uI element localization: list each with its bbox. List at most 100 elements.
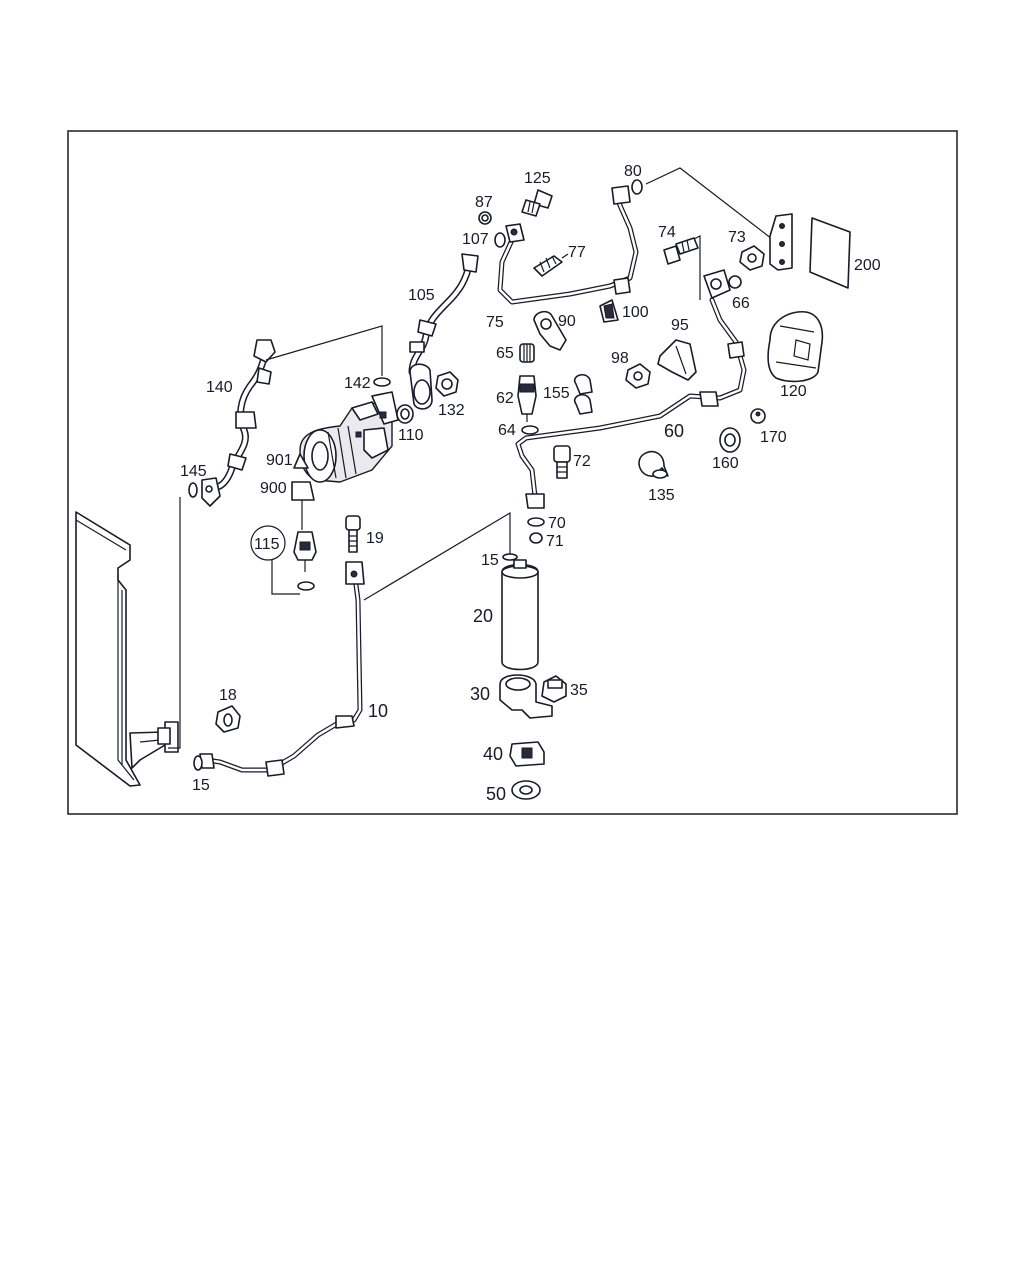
leader-115 xyxy=(271,560,300,595)
callout-170: 170 xyxy=(760,429,787,446)
line-75 xyxy=(497,185,639,305)
connector-900 xyxy=(291,481,315,530)
callout-77: 77 xyxy=(568,244,586,261)
cover-120 xyxy=(767,311,824,383)
callout-60: 60 xyxy=(664,421,684,441)
cap-170 xyxy=(750,408,766,424)
seal-ring-145 xyxy=(188,482,198,498)
callout-30: 30 xyxy=(470,684,490,704)
seal-ring-80 xyxy=(631,179,643,195)
diagram-frame xyxy=(67,130,958,815)
nut-73 xyxy=(739,245,765,271)
callout-10: 10 xyxy=(368,701,388,721)
callout-40: 40 xyxy=(483,744,503,764)
cap-65 xyxy=(519,343,535,363)
compressor xyxy=(299,391,399,483)
bolt-125 xyxy=(521,189,553,217)
valve-77 xyxy=(533,253,569,277)
callout-142: 142 xyxy=(344,375,371,392)
seal-87-inner xyxy=(481,214,489,222)
callout-15-lower: 15 xyxy=(192,777,210,794)
callout-50: 50 xyxy=(486,784,506,804)
callout-35: 35 xyxy=(570,682,588,699)
grommet-50 xyxy=(511,780,541,800)
callout-labels: 10 15 15 18 19 20 30 35 40 50 60 62 64 6… xyxy=(180,163,881,804)
seal-ring-70 xyxy=(527,517,545,527)
callout-62: 62 xyxy=(496,390,514,407)
clip-155 xyxy=(573,373,593,415)
nut-35 xyxy=(541,675,567,703)
condenser xyxy=(75,511,179,787)
callout-140: 140 xyxy=(206,379,233,396)
seal-ring-110-inner xyxy=(400,408,410,420)
callout-74: 74 xyxy=(658,224,676,241)
valve-62 xyxy=(517,375,537,422)
bolt-19 xyxy=(345,515,361,553)
label-sheet-200 xyxy=(809,217,851,289)
nut-98 xyxy=(625,363,651,389)
nut-132 xyxy=(435,371,459,397)
callout-132: 132 xyxy=(438,402,465,419)
callout-65: 65 xyxy=(496,345,514,362)
bracket-90 xyxy=(533,310,567,351)
callout-115: 115 xyxy=(254,536,280,553)
callout-901: 901 xyxy=(266,452,293,469)
callout-80: 80 xyxy=(624,163,642,180)
callout-200: 200 xyxy=(854,257,881,274)
seal-ring-15-drier xyxy=(502,553,518,561)
callout-125: 125 xyxy=(524,170,551,187)
clamp-135 xyxy=(638,450,669,479)
bracket-30 xyxy=(499,674,553,719)
callout-900: 900 xyxy=(260,480,287,497)
callout-75: 75 xyxy=(486,314,504,331)
washer-66 xyxy=(728,275,742,289)
callout-105: 105 xyxy=(408,287,435,304)
mount-40 xyxy=(509,741,545,767)
callout-98: 98 xyxy=(611,350,629,367)
callout-19: 19 xyxy=(366,530,384,547)
receiver-drier-20 xyxy=(501,559,539,671)
callout-87: 87 xyxy=(475,194,493,211)
seal-ring-107 xyxy=(494,232,506,248)
callout-70: 70 xyxy=(548,515,566,532)
leader-10-20 xyxy=(363,511,511,601)
callout-120: 120 xyxy=(780,383,807,400)
clip-100 xyxy=(599,299,619,323)
sensor-115 xyxy=(293,531,317,572)
hose-105 xyxy=(408,253,479,410)
callout-66: 66 xyxy=(732,295,750,312)
hose-140 xyxy=(201,339,276,507)
callout-107: 107 xyxy=(462,231,489,248)
leader-140-142 xyxy=(265,325,383,376)
nut-18 xyxy=(215,705,241,733)
callout-64: 64 xyxy=(498,422,516,439)
seal-ring-64 xyxy=(521,425,539,435)
bracket-73 xyxy=(769,213,793,271)
callout-160: 160 xyxy=(712,455,739,472)
callout-90: 90 xyxy=(558,313,576,330)
seal-ring-71 xyxy=(529,532,543,544)
seal-ring-142 xyxy=(373,377,391,387)
seal-ring-15-lower xyxy=(193,755,203,771)
callout-18: 18 xyxy=(219,687,237,704)
callout-100: 100 xyxy=(622,304,649,321)
switch-901 xyxy=(293,453,309,469)
bolt-74 xyxy=(663,237,699,265)
leader-80 xyxy=(645,167,777,243)
seal-ring-115 xyxy=(297,581,315,591)
grommet-160 xyxy=(719,427,741,453)
bracket-95 xyxy=(657,339,697,381)
callout-135: 135 xyxy=(648,487,675,504)
callout-71: 71 xyxy=(546,533,564,550)
callout-110: 110 xyxy=(398,427,424,444)
callout-15-drier: 15 xyxy=(481,552,499,569)
callout-20: 20 xyxy=(473,606,493,626)
callout-73: 73 xyxy=(728,229,746,246)
callout-145: 145 xyxy=(180,463,207,480)
line-60 xyxy=(515,269,747,509)
callout-95: 95 xyxy=(671,317,689,334)
callout-155: 155 xyxy=(543,385,570,402)
callout-72: 72 xyxy=(573,453,591,470)
leader-145 xyxy=(168,497,181,749)
